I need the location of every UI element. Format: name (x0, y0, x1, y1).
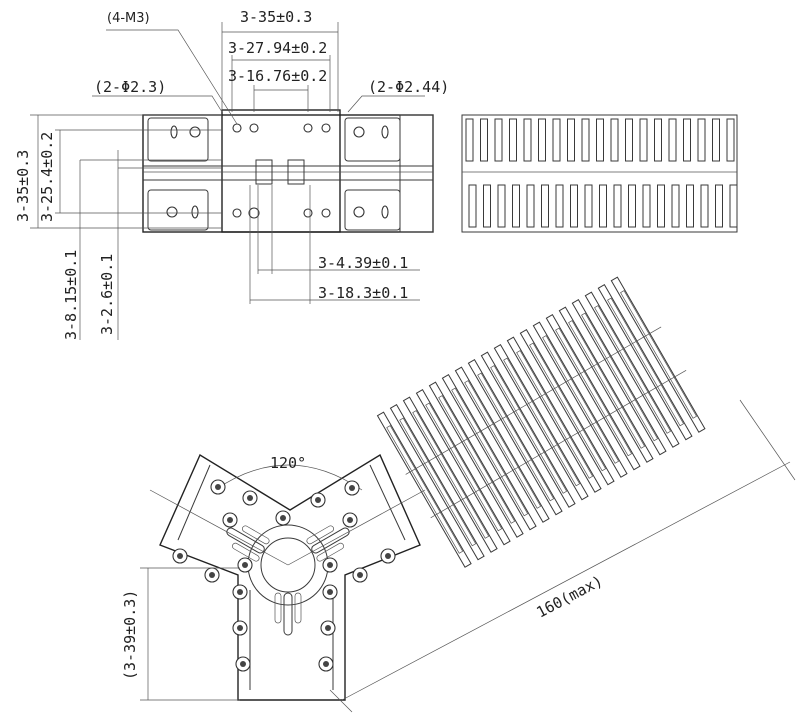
dim-439-label: 3-4.39±0.1 (318, 254, 408, 272)
rotated-finger-comb (376, 276, 706, 568)
side-815-label: 3-8.15±0.1 (62, 250, 80, 340)
side-35-label: 3-35±0.3 (14, 150, 32, 222)
right-jaw-top (344, 117, 401, 162)
dim-183-label: 3-18.3±0.1 (318, 284, 408, 302)
left-jaw-bottom (147, 189, 209, 231)
side-254-label: 3-25.4±0.2 (38, 132, 56, 222)
bottom-39-label: (3-39±0.3) (121, 590, 139, 680)
bottom-view (140, 276, 796, 713)
finger-comb (461, 114, 738, 233)
right-cap (399, 114, 434, 233)
dim-35-label: 3-35±0.3 (240, 8, 312, 26)
y-body (159, 453, 421, 701)
top-dimensions (30, 22, 425, 340)
right-jaw-bottom (344, 189, 401, 231)
side-26-label: 3-2.6±0.1 (98, 254, 116, 335)
dim-1676-label: 3-16.76±0.2 (228, 67, 327, 85)
thread-label: (4-M3) (107, 11, 150, 26)
center-circle (260, 537, 316, 593)
left-jaw-top (147, 117, 209, 162)
thread-hole (232, 123, 242, 133)
pin-right-label: (2-Φ2.44) (368, 78, 449, 96)
center-block (221, 109, 341, 233)
angle-label: 120° (270, 454, 306, 472)
pin-left-label: (2-Φ2.3) (94, 78, 166, 96)
top-view (142, 109, 738, 233)
dim-2794-label: 3-27.94±0.2 (228, 39, 327, 57)
